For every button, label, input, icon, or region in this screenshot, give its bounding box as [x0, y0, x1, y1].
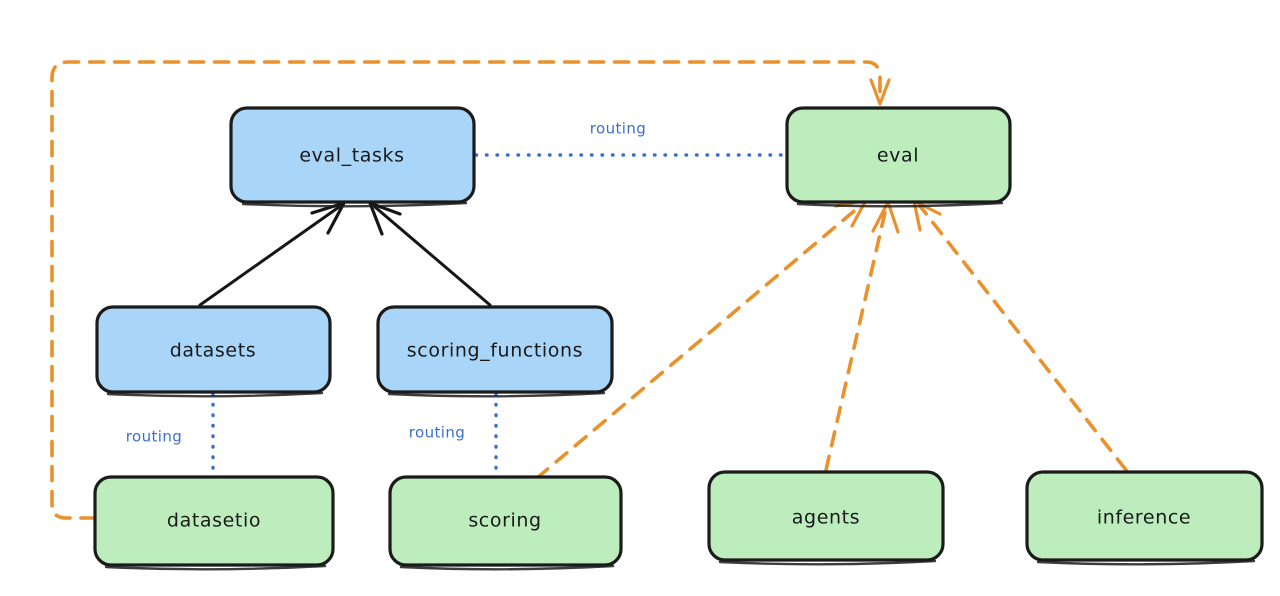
edge-agents-eval-line: [824, 206, 888, 472]
edge-label-routing-scoring: routing: [409, 424, 465, 442]
node-inference[interactable]: inference: [1025, 470, 1264, 566]
node-eval-tasks-shape: [229, 106, 476, 204]
node-agents-underline: [718, 559, 937, 566]
node-eval-label: eval: [877, 145, 919, 167]
node-eval[interactable]: eval: [785, 106, 1012, 208]
dependency-edges-group: [50, 60, 1128, 520]
node-scoring-shape: [388, 475, 623, 567]
node-scoring-functions[interactable]: scoring_functions: [376, 305, 614, 398]
node-datasetio-label: datasetio: [167, 510, 261, 532]
node-scoring-functions-label: scoring_functions: [407, 340, 583, 362]
edge-scoring-functions-eval-tasks-line: [373, 205, 492, 307]
node-datasets-shape: [95, 305, 332, 394]
edge-scoring-eval-line: [535, 204, 862, 480]
node-eval-shape: [785, 106, 1012, 204]
node-eval-tasks[interactable]: eval_tasks: [229, 106, 476, 208]
edge-scoring-functions-eval-tasks[interactable]: [368, 201, 492, 307]
node-datasets-underline: [106, 391, 324, 398]
node-inference-label: inference: [1097, 507, 1191, 529]
solid-edges-group: [198, 201, 492, 307]
node-scoring-label: scoring: [468, 510, 541, 532]
node-datasets-label: datasets: [170, 340, 257, 362]
node-scoring[interactable]: scoring: [388, 475, 623, 571]
node-inference-underline: [1036, 559, 1256, 566]
nodes-group: eval_tasks eval datasets scoring_functio…: [93, 106, 1264, 571]
node-scoring-functions-underline: [387, 391, 606, 398]
edge-label-routing-eval-tasks: routing: [590, 120, 646, 138]
node-datasetio-underline: [104, 564, 327, 571]
node-datasetio-shape: [93, 475, 335, 567]
node-agents-shape: [707, 470, 945, 562]
edge-datasetio-eval[interactable]: [50, 60, 891, 520]
edge-datasets-eval-tasks[interactable]: [198, 201, 346, 307]
node-inference-shape: [1025, 470, 1264, 562]
node-scoring-underline: [399, 564, 615, 571]
node-agents[interactable]: agents: [707, 470, 945, 566]
node-agents-label: agents: [792, 507, 860, 529]
node-datasetio[interactable]: datasetio: [93, 475, 335, 571]
edge-datasetio-eval-line: [50, 60, 882, 520]
edge-inference-eval-line: [918, 204, 1128, 472]
edge-inference-eval[interactable]: [912, 199, 1128, 472]
node-eval-underline: [796, 201, 1004, 208]
edge-agents-eval[interactable]: [824, 200, 900, 472]
routing-edges-group: [211, 153, 787, 478]
edge-label-routing-datasets: routing: [126, 428, 182, 446]
edge-labels-group: routing routing routing: [126, 120, 646, 446]
node-scoring-functions-shape: [376, 305, 614, 394]
edge-datasetio-eval-arrowhead: [869, 78, 891, 106]
node-eval-tasks-underline: [241, 201, 468, 208]
node-eval-tasks-label: eval_tasks: [299, 145, 404, 167]
node-datasets[interactable]: datasets: [95, 305, 332, 398]
edge-datasets-eval-tasks-line: [198, 205, 341, 307]
